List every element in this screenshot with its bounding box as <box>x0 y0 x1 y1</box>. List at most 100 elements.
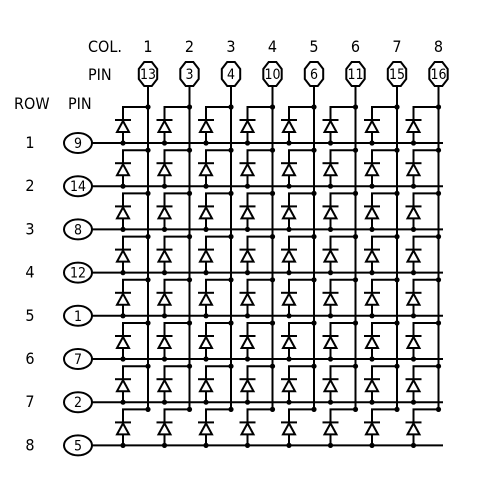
diode-r2-c6 <box>322 147 359 189</box>
junction-dot <box>286 270 292 276</box>
diode-anode-wire <box>288 278 315 293</box>
diode-anode-wire <box>246 235 274 250</box>
junction-dot <box>394 406 400 412</box>
diode-triangle <box>115 378 131 393</box>
junction-dot <box>269 320 276 326</box>
junction-dot <box>327 226 334 232</box>
diode-r7-c6 <box>322 363 359 405</box>
diode-triangle <box>322 334 339 349</box>
diode-triangle <box>281 334 297 349</box>
diode-triangle <box>322 118 339 133</box>
junction-dot <box>161 183 168 189</box>
diode-anode-wire <box>246 322 274 336</box>
diode-anode-wire <box>205 192 232 207</box>
junction-dot <box>435 147 442 153</box>
col-pin-number-8: 16 <box>430 67 446 83</box>
diode-r7-c3 <box>198 363 234 405</box>
junction-dot <box>369 140 375 146</box>
diode-anode-wire <box>122 235 149 250</box>
diode-r4-c2 <box>156 234 193 276</box>
diode-r5-c5 <box>281 277 317 319</box>
junction-dot <box>186 234 193 240</box>
diode-r4-c1 <box>115 234 151 276</box>
junction-dot <box>327 356 334 362</box>
diode-anode-wire <box>329 322 357 336</box>
junction-dot <box>228 190 234 196</box>
row-pin-number-8: 5 <box>74 438 82 454</box>
junction-dot <box>120 226 126 232</box>
row-number-3: 3 <box>25 219 34 238</box>
diode-r4-c6 <box>322 234 359 276</box>
diode-triangle <box>281 205 297 220</box>
junction-dot <box>410 399 417 405</box>
diode-anode-wire <box>205 106 232 120</box>
junction-dot <box>203 226 209 232</box>
junction-dot <box>120 270 126 276</box>
col-pin-badge-4 <box>262 61 283 87</box>
junction-dot <box>311 190 317 196</box>
diode-triangle <box>198 421 214 436</box>
diode-triangle <box>239 421 256 436</box>
junction-dot <box>369 183 375 189</box>
junction-dot <box>186 190 193 196</box>
diode-r4-c8 <box>405 234 442 276</box>
junction-dot <box>286 313 292 319</box>
col-pin-number-6: 11 <box>347 67 363 83</box>
junction-dot <box>269 234 276 240</box>
row-number-4: 4 <box>25 263 34 282</box>
junction-dot <box>244 399 251 405</box>
diode-anode-wire <box>163 192 191 207</box>
diode-triangle <box>156 291 173 306</box>
diode-r5-c3 <box>198 277 234 319</box>
row-pin-number-5: 1 <box>74 309 82 325</box>
diode-r3-c8 <box>405 190 442 232</box>
col-pin-number-4: 10 <box>264 67 280 83</box>
diode-triangle <box>156 118 173 133</box>
diode-anode-wire <box>371 278 398 293</box>
diode-r8-c6 <box>322 406 359 448</box>
diode-anode-wire <box>371 365 398 380</box>
row-number-2: 2 <box>25 176 34 195</box>
diode-r2-c7 <box>364 147 400 189</box>
diode-r6-c5 <box>281 320 317 362</box>
junction-dot <box>228 147 234 153</box>
diode-anode-wire <box>329 278 357 293</box>
diode-r6-c7 <box>364 320 400 362</box>
diode-anode-wire <box>122 408 149 423</box>
junction-dot <box>203 356 209 362</box>
junction-dot <box>327 399 334 405</box>
junction-dot <box>394 320 400 326</box>
junction-dot <box>120 399 126 405</box>
diode-r6-c4 <box>239 320 276 362</box>
junction-dot <box>311 363 317 369</box>
row-header-label: ROW <box>14 94 50 113</box>
diode-r1-c6 <box>322 104 359 146</box>
diode-anode-wire <box>122 278 149 293</box>
junction-dot <box>410 313 417 319</box>
junction-dot <box>244 442 251 448</box>
junction-dot <box>369 442 375 448</box>
diode-triangle <box>115 334 131 349</box>
diode-anode-wire <box>371 106 398 120</box>
col-pin-badge-5 <box>303 61 325 87</box>
diode-anode-wire <box>412 408 440 423</box>
diode-triangle <box>364 248 380 263</box>
junction-dot <box>369 226 375 232</box>
junction-dot <box>311 277 317 283</box>
junction-dot <box>286 183 292 189</box>
junction-dot <box>352 320 359 326</box>
junction-dot <box>311 234 317 240</box>
diode-triangle <box>281 118 297 133</box>
diode-anode-wire <box>329 106 357 120</box>
junction-dot <box>120 356 126 362</box>
col-pin-header-label: PIN <box>88 65 112 84</box>
diode-r7-c8 <box>405 363 442 405</box>
diode-anode-wire <box>329 235 357 250</box>
diode-r1-c3 <box>198 104 234 146</box>
junction-dot <box>269 363 276 369</box>
diode-r5-c8 <box>405 277 442 319</box>
junction-dot <box>311 320 317 326</box>
junction-dot <box>120 313 126 319</box>
col-number-8: 8 <box>434 37 443 56</box>
